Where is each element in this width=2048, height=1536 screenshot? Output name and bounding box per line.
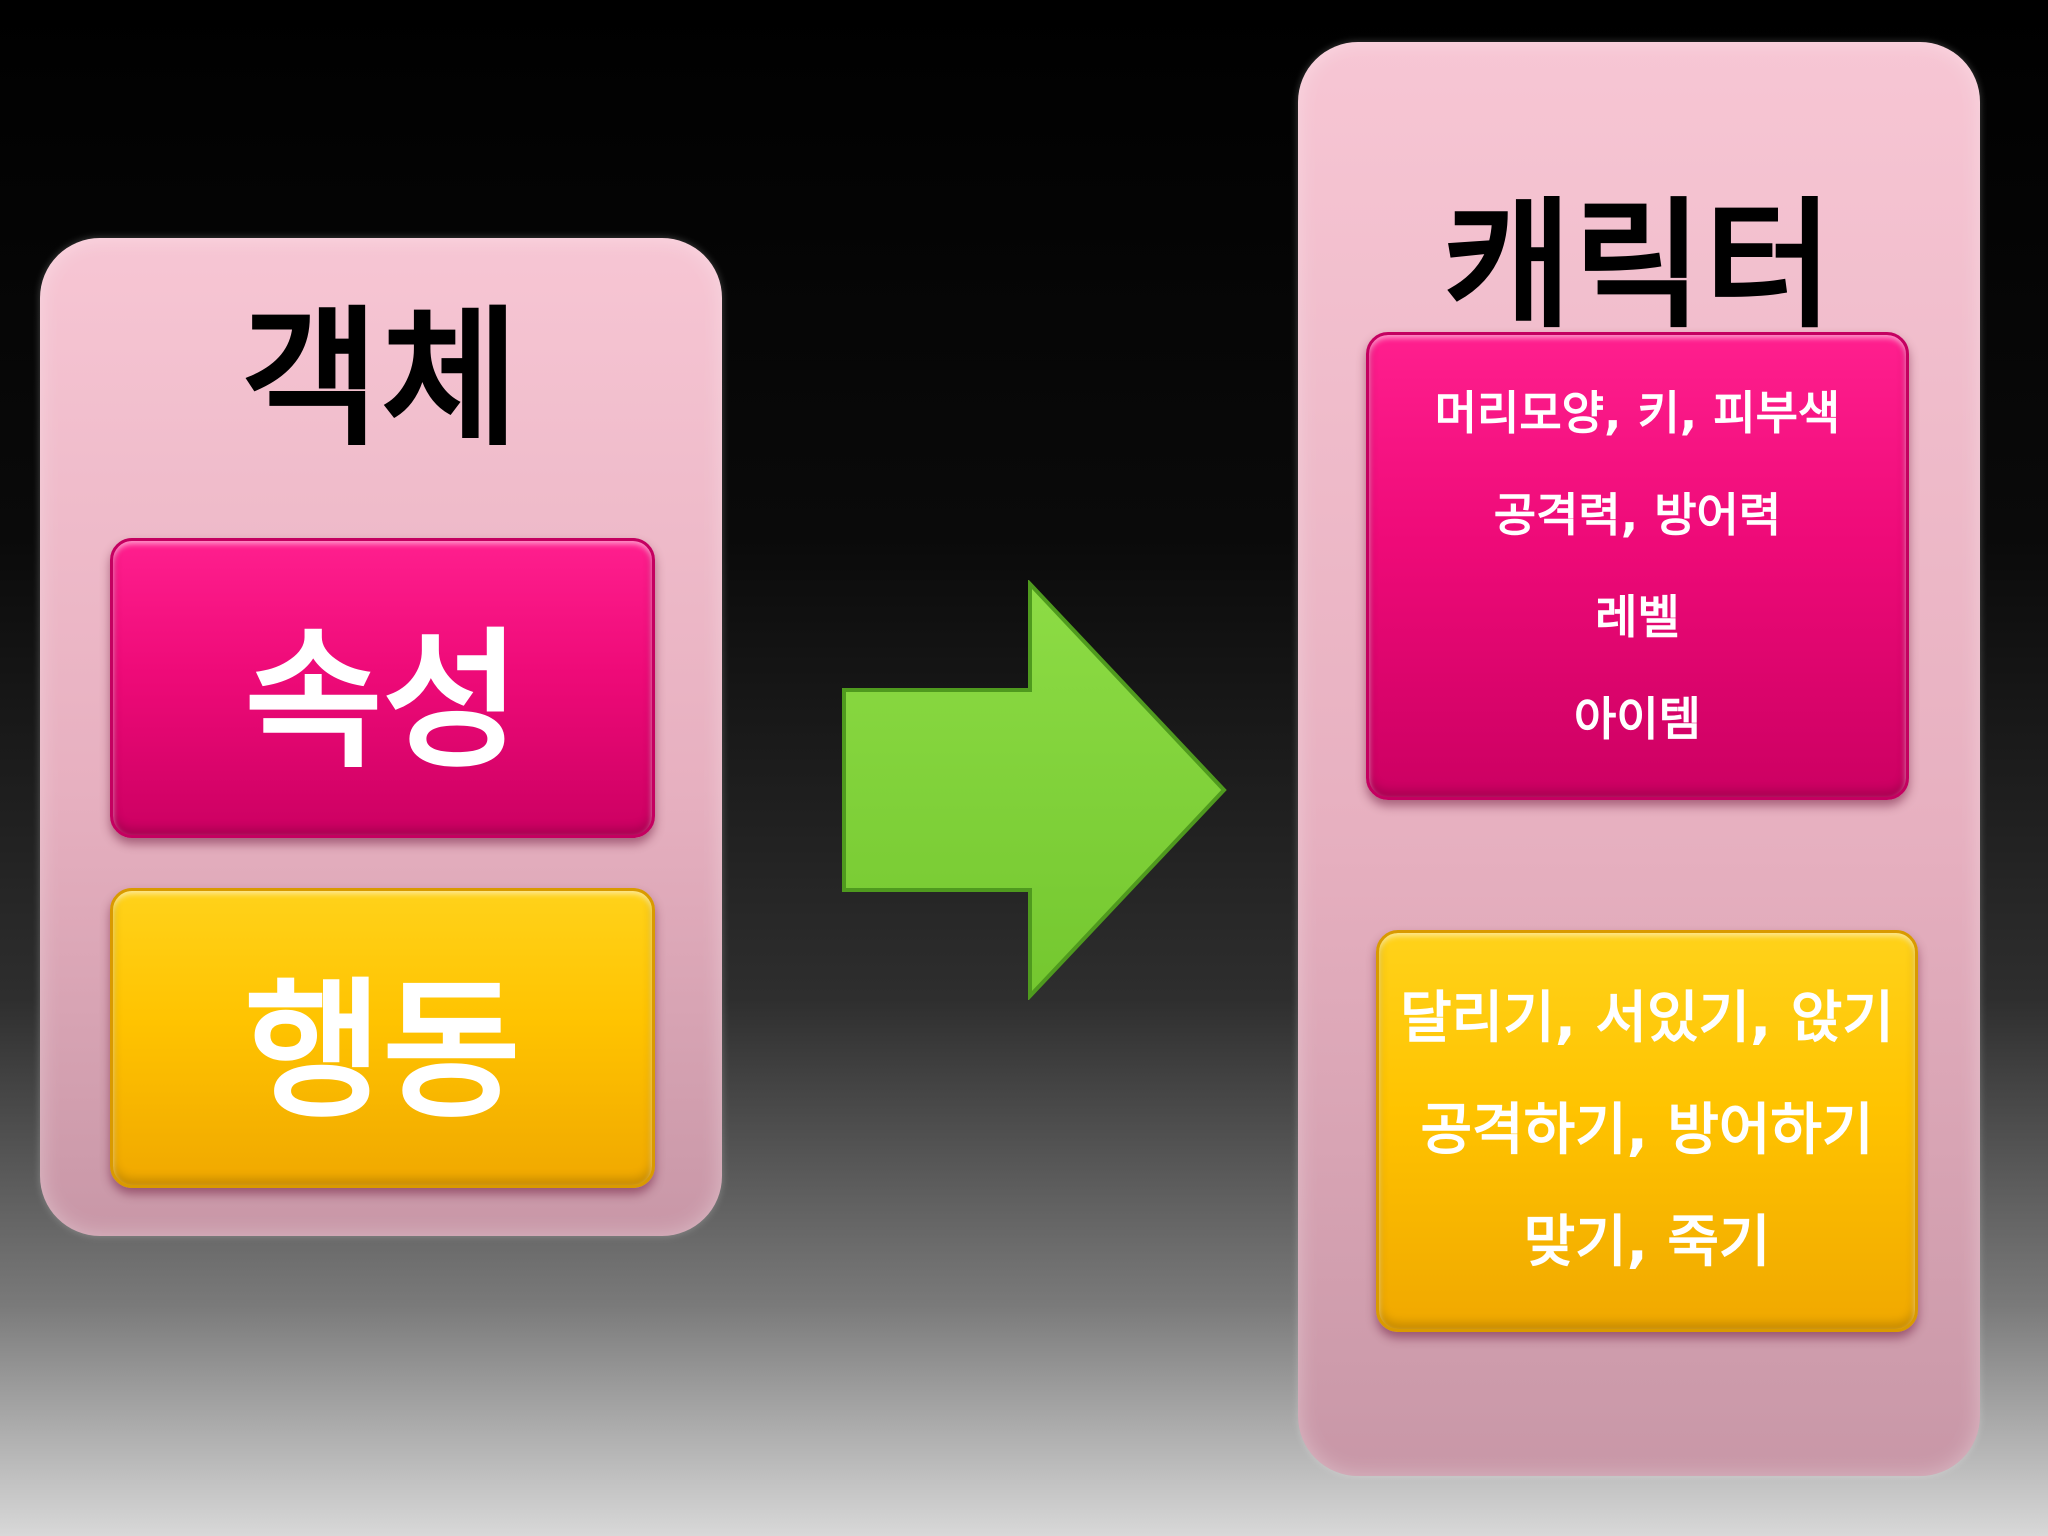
attribute-label: 속성 [244, 614, 521, 789]
behavior-line: 공격하기, 방어하기 [1420, 1098, 1874, 1163]
attribute-line: 공격력, 방어력 [1493, 488, 1782, 542]
character-panel: 캐릭터 머리모양, 키, 피부색 공격력, 방어력 레벨 아이템 달리기, 서있… [1298, 42, 1980, 1476]
object-title: 객체 [240, 293, 521, 467]
behavior-label: 행동 [244, 964, 521, 1139]
behavior-box: 행동 [110, 888, 655, 1188]
character-attributes-box: 머리모양, 키, 피부색 공격력, 방어력 레벨 아이템 [1366, 332, 1909, 800]
behavior-line: 맞기, 죽기 [1523, 1210, 1771, 1275]
attribute-line: 아이템 [1574, 692, 1701, 746]
character-title: 캐릭터 [1442, 185, 1836, 348]
attribute-line: 머리모양, 키, 피부색 [1434, 386, 1841, 440]
right-arrow-icon [842, 580, 1227, 1000]
behavior-line: 달리기, 서있기, 앉기 [1400, 986, 1894, 1051]
attribute-line: 레벨 [1595, 590, 1680, 644]
attribute-box: 속성 [110, 538, 655, 838]
character-behaviors-box: 달리기, 서있기, 앉기 공격하기, 방어하기 맞기, 죽기 [1376, 930, 1918, 1332]
object-panel: 객체 속성 행동 [40, 238, 722, 1236]
